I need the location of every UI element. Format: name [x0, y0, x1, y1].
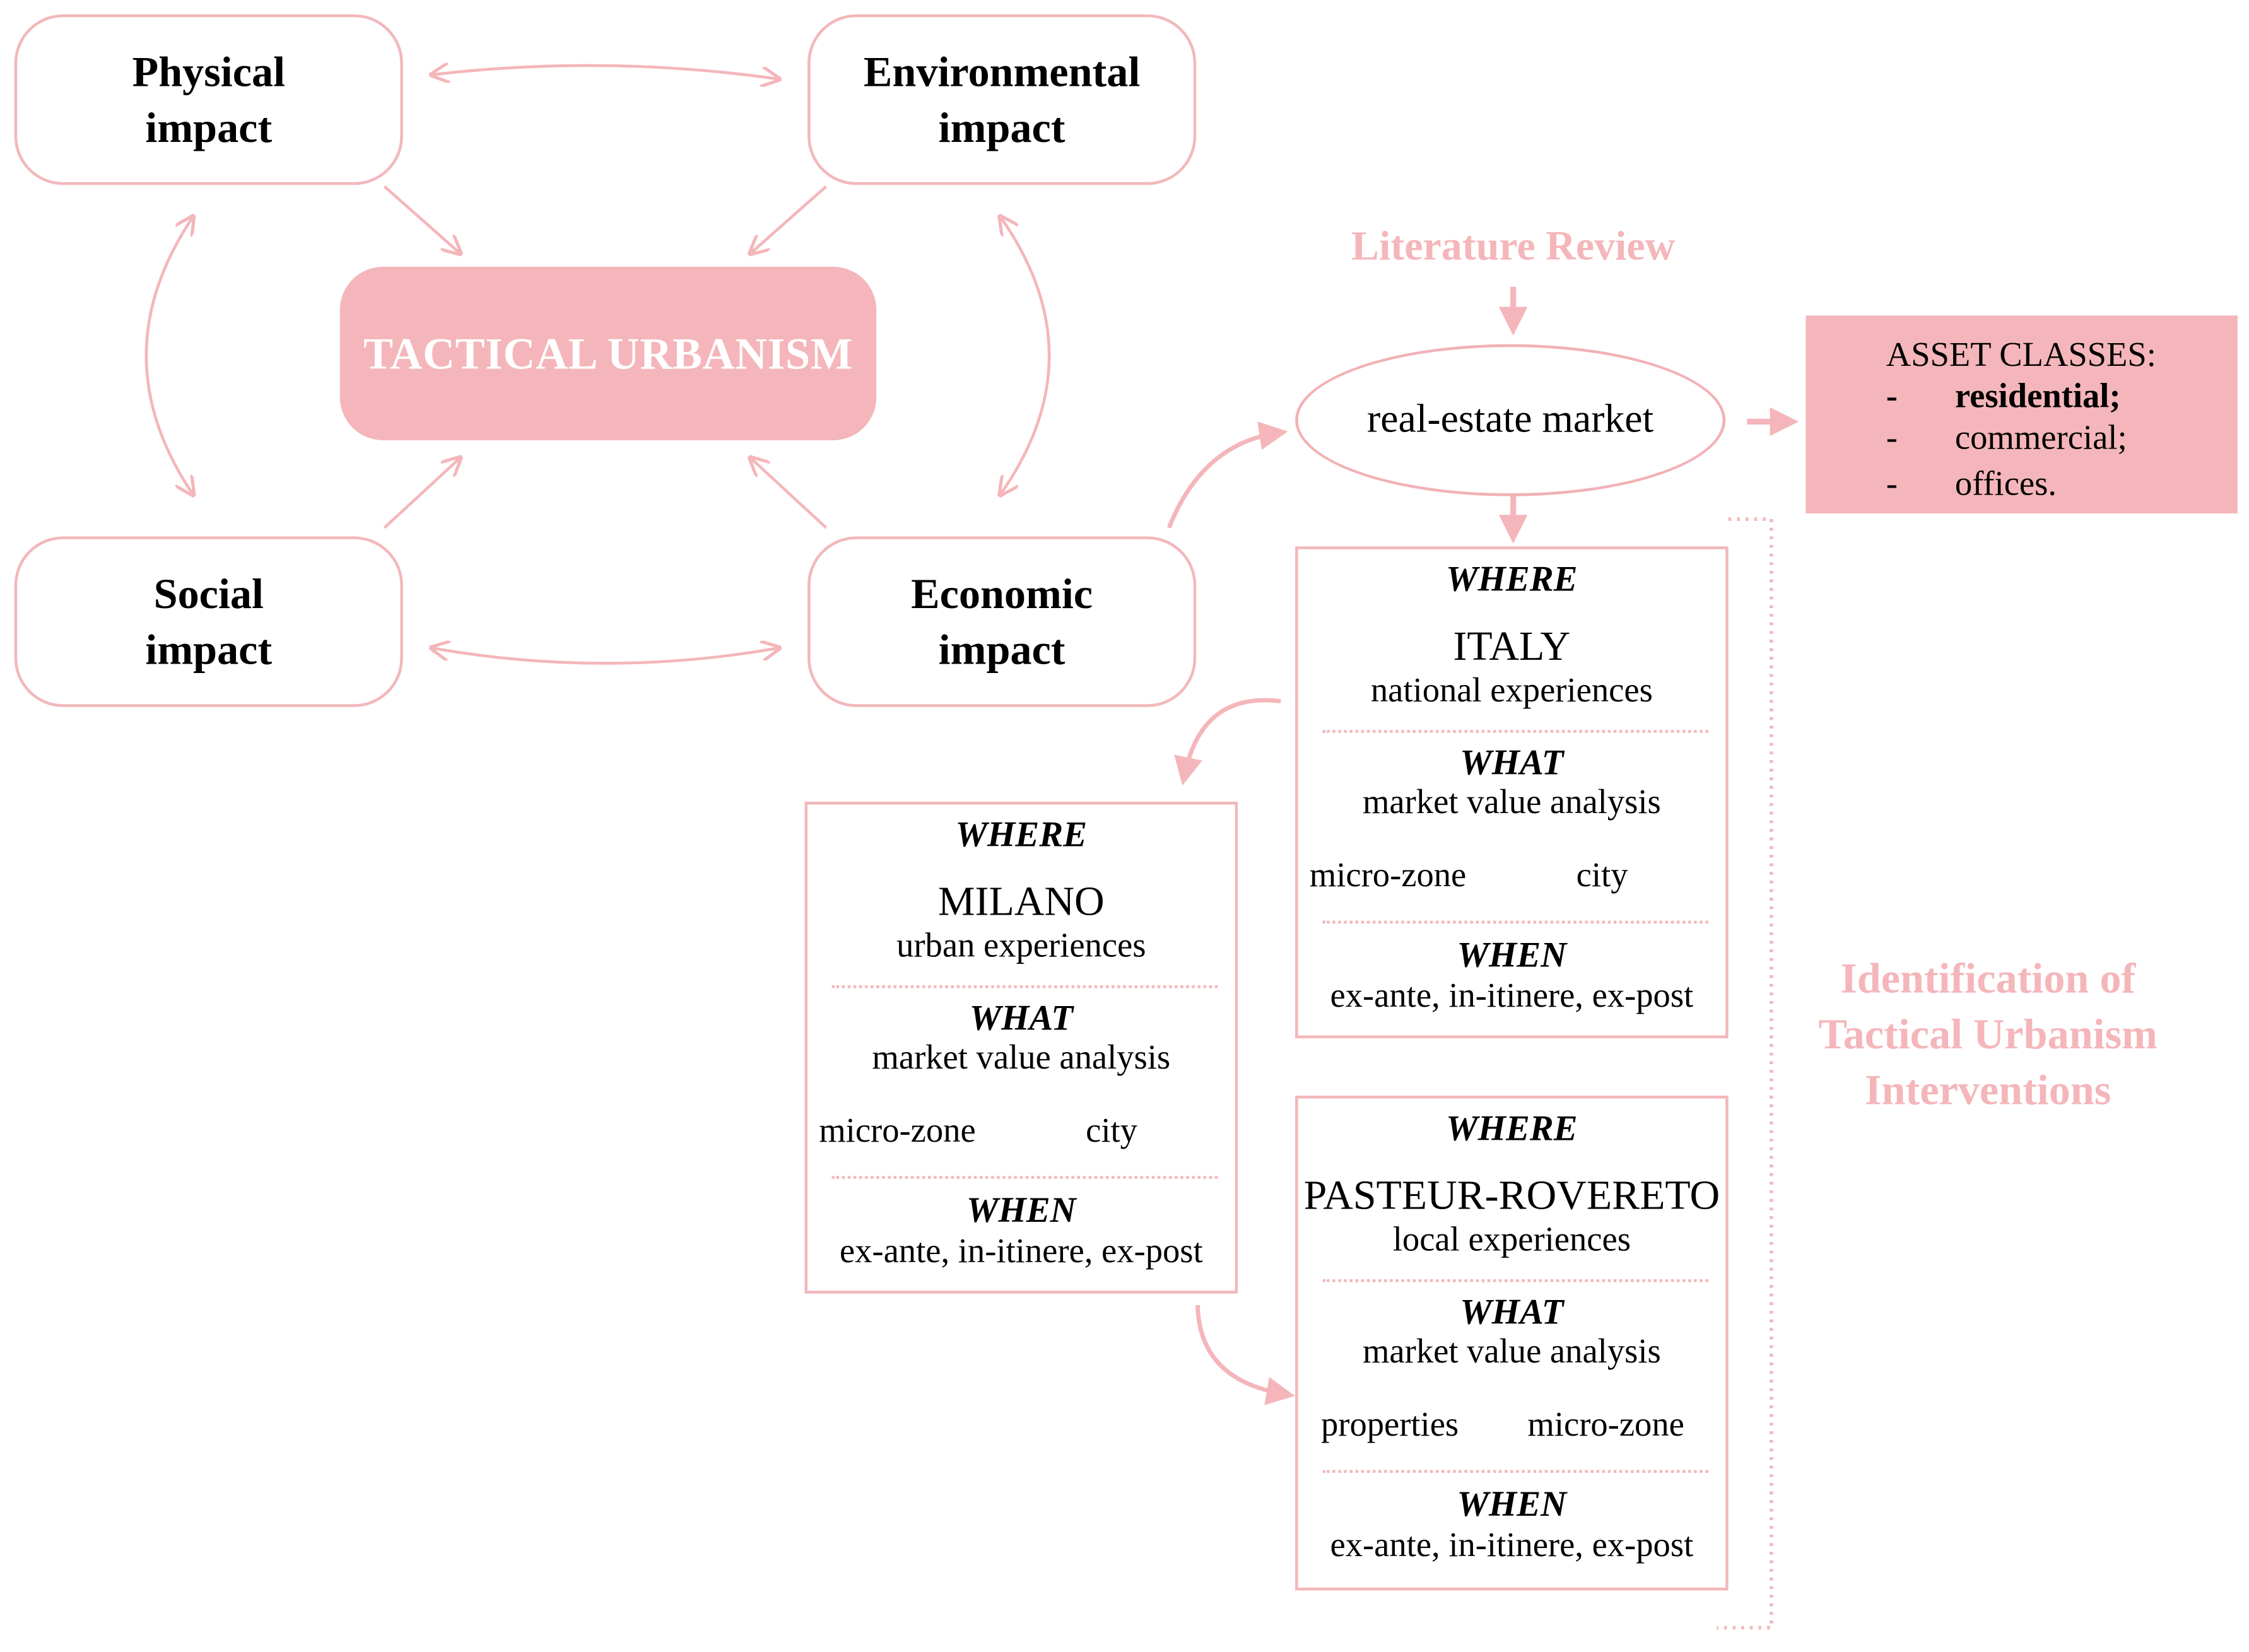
asset-item-commercial: commercial;	[1954, 420, 2127, 458]
economic-impact-box: Economic impact	[807, 536, 1197, 707]
physical-impact-line1: Physical	[132, 48, 286, 96]
asset-item-residential: residential;	[1954, 378, 2121, 416]
environmental-impact-box: Environmental impact	[807, 14, 1197, 185]
physical-impact-line2: impact	[145, 103, 273, 151]
environmental-impact-line1: Environmental	[863, 48, 1141, 96]
arrow-social-tactical	[383, 459, 459, 529]
economic-impact-line2: impact	[938, 626, 1066, 674]
social-impact-line1: Social	[153, 570, 264, 618]
environmental-impact-line2: impact	[938, 103, 1066, 151]
pasteur-what-label: WHAT	[1460, 1293, 1564, 1333]
pasteur-when-label: WHEN	[1457, 1485, 1567, 1525]
economic-impact-line1: Economic	[911, 570, 1093, 618]
pasteur-place: PASTEUR-ROVERETO	[1303, 1173, 1720, 1219]
identification-line2: Tactical Urbanism	[1818, 1011, 2158, 1058]
milano-split-right: city	[1086, 1113, 1137, 1151]
italy-split-right: city	[1576, 857, 1628, 895]
panel-milano: WHERE MILANO urban experiences WHAT mark…	[804, 801, 1238, 1294]
arrow-environmental-economic	[1001, 218, 1051, 494]
asset-classes-box: ASSET CLASSES: - residential; - commerci…	[1806, 315, 2238, 513]
asset-classes-title: ASSET CLASSES:	[1886, 337, 2156, 375]
identification-line3: Interventions	[1865, 1067, 2111, 1115]
milano-what-label: WHAT	[969, 999, 1073, 1039]
arrow-physical-tactical	[383, 185, 459, 253]
pasteur-what: market value analysis	[1362, 1333, 1661, 1371]
milano-when-label: WHEN	[966, 1192, 1076, 1231]
italy-split-left: micro-zone	[1309, 857, 1467, 895]
identification-line1: Identification of	[1840, 955, 2136, 1003]
pasteur-split-right: micro-zone	[1527, 1407, 1684, 1444]
arrow-physical-environmental	[433, 66, 778, 79]
panel-pasteur-rovereto: WHERE PASTEUR-ROVERETO local experiences…	[1295, 1096, 1729, 1591]
asset-bullet-3: -	[1886, 466, 1898, 504]
milano-scale: urban experiences	[896, 928, 1146, 966]
real-estate-market-label: real-estate market	[1366, 397, 1654, 442]
arrow-physical-social	[144, 218, 192, 494]
arrow-milano-pasteur	[1195, 1304, 1295, 1405]
milano-separator-1	[831, 985, 1218, 988]
real-estate-market-ellipse: real-estate market	[1295, 344, 1726, 496]
panel-italy: WHERE ITALY national experiences WHAT ma…	[1295, 546, 1729, 1039]
italy-scale: national experiences	[1370, 672, 1653, 710]
identification-heading: Identification of Tactical Urbanism Inte…	[1778, 951, 2197, 1118]
milano-where-label: WHERE	[955, 816, 1088, 855]
italy-when-label: WHEN	[1457, 936, 1567, 976]
milano-separator-2	[831, 1176, 1218, 1179]
physical-impact-box: Physical impact	[14, 14, 403, 185]
social-impact-box: Social impact	[14, 536, 403, 707]
pasteur-where-label: WHERE	[1446, 1110, 1578, 1149]
arrow-environmental-tactical	[751, 185, 828, 253]
arrow-economic-market	[1166, 421, 1288, 529]
literature-review-label: Literature Review	[1351, 223, 1676, 270]
italy-place: ITALY	[1453, 624, 1571, 670]
pasteur-separator-2	[1322, 1470, 1708, 1473]
arrow-economic-tactical	[751, 459, 828, 529]
italy-where-label: WHERE	[1446, 560, 1578, 600]
pasteur-separator-1	[1322, 1279, 1708, 1282]
asset-bullet-2: -	[1886, 420, 1898, 458]
arrow-italy-milano	[1174, 698, 1281, 786]
pasteur-split-left: properties	[1320, 1407, 1459, 1444]
italy-separator-1	[1322, 730, 1708, 733]
italy-what-label: WHAT	[1460, 744, 1564, 783]
italy-when: ex-ante, in-itinere, ex-post	[1330, 978, 1694, 1016]
italy-what: market value analysis	[1362, 784, 1661, 822]
milano-split-left: micro-zone	[819, 1113, 976, 1151]
tactical-urbanism-box: TACTICAL URBANISM	[339, 266, 877, 440]
milano-when: ex-ante, in-itinere, ex-post	[839, 1233, 1203, 1271]
social-impact-line2: impact	[145, 626, 273, 674]
identification-bracket	[1717, 517, 1773, 1630]
milano-what: market value analysis	[872, 1040, 1171, 1077]
pasteur-when: ex-ante, in-itinere, ex-post	[1330, 1527, 1694, 1565]
pasteur-scale: local experiences	[1392, 1222, 1631, 1260]
tactical-urbanism-label: TACTICAL URBANISM	[363, 327, 853, 378]
asset-bullet-1: -	[1886, 378, 1898, 416]
italy-separator-2	[1322, 920, 1708, 924]
milano-place: MILANO	[937, 879, 1105, 925]
arrow-social-economic	[433, 648, 778, 665]
asset-item-offices: offices.	[1954, 466, 2057, 504]
